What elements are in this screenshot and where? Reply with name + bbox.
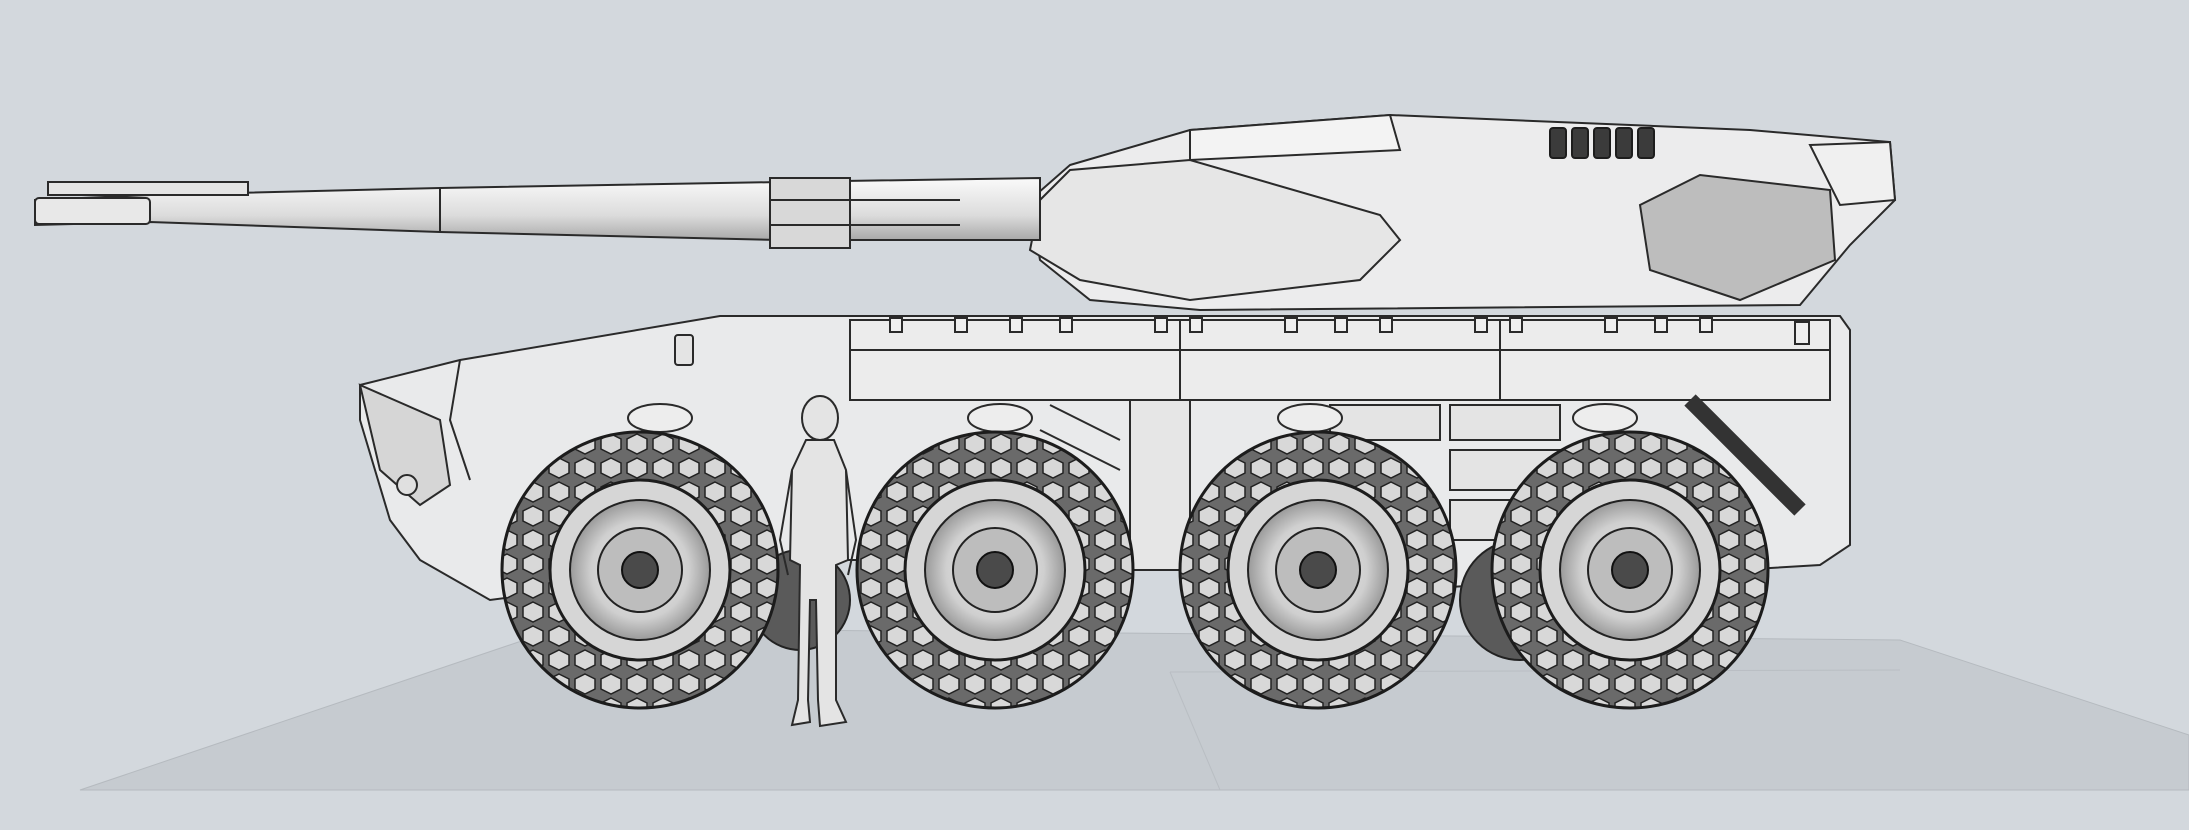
ground-plane — [79, 627, 2189, 791]
wheel — [855, 430, 1135, 710]
human-figure — [778, 395, 858, 728]
wheel — [1490, 430, 1770, 710]
wheel — [1178, 430, 1458, 710]
main-gun — [34, 176, 1041, 249]
wheel — [500, 430, 780, 710]
turret — [1028, 113, 1897, 312]
